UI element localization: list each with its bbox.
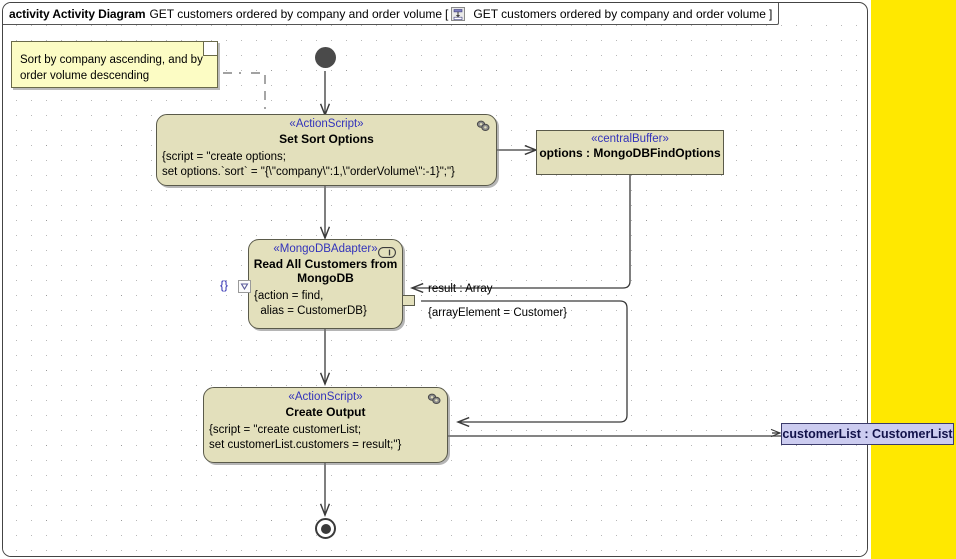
frame-name: GET customers ordered by company and ord…: [149, 6, 443, 21]
stereotype-label: «ActionScript»: [288, 391, 363, 403]
frame-header: activity Activity Diagram GET customers …: [3, 3, 780, 25]
edge-label-result: result : Array: [428, 283, 493, 295]
frame-keyword: activity Activity Diagram: [9, 6, 146, 21]
activity-diagram-icon: [451, 6, 466, 21]
activity-diagram-frame: activity Activity Diagram GET customers …: [2, 2, 868, 557]
stereotype-label: «ActionScript»: [289, 118, 364, 130]
object-node-label: options : MongoDBFindOptions: [539, 146, 721, 160]
action-read-all-customers[interactable]: «MongoDBAdapter» Read All Customers from…: [248, 239, 403, 329]
frame-canvas-grid: [3, 25, 867, 556]
action-set-sort-options[interactable]: «ActionScript» Set Sort Options {script …: [156, 114, 497, 186]
action-properties-body: {action = find, alias = CustomerDB}: [254, 290, 367, 317]
note-text: Sort by company ascending, and by order …: [20, 54, 203, 82]
edge-label-result-constraint: {arrayElement = Customer}: [428, 307, 568, 319]
frame-bracket-open: [: [445, 6, 449, 21]
action-script-body: {script = "create options; set options.`…: [162, 151, 455, 178]
stereotype-label: «MongoDBAdapter»: [273, 243, 378, 255]
action-title: Create Output: [285, 405, 366, 419]
braces-glyph: {}: [220, 278, 229, 292]
frame-bracket-close: ]: [768, 6, 773, 21]
object-node-customer-list[interactable]: customerList : CustomerList: [781, 423, 954, 445]
script-link-icon: [476, 119, 491, 133]
object-node-options-buffer[interactable]: «centralBuffer» options : MongoDBFindOpt…: [536, 130, 724, 175]
diagram-note: Sort by company ascending, and by order …: [11, 41, 218, 88]
stereotype-label: «centralBuffer»: [591, 133, 669, 145]
collapsed-compartment-box: [238, 280, 251, 293]
action-title: Set Sort Options: [279, 132, 374, 146]
script-link-icon: [427, 392, 442, 406]
frame-qualified-name: GET customers ordered by company and ord…: [473, 6, 766, 21]
object-node-label: customerList : CustomerList: [782, 427, 953, 441]
final-node[interactable]: [315, 518, 336, 539]
action-script-body: {script = "create customerList; set cust…: [209, 424, 402, 451]
action-title: Read All Customers from MongoDB: [253, 257, 398, 285]
adapter-toggle-icon: [378, 245, 396, 258]
note-fold-corner: [203, 42, 217, 56]
action-create-output[interactable]: «ActionScript» Create Output {script = "…: [203, 387, 448, 463]
initial-node[interactable]: [315, 47, 336, 68]
output-pin-result[interactable]: [402, 295, 415, 306]
right-yellow-panel: [871, 0, 956, 559]
